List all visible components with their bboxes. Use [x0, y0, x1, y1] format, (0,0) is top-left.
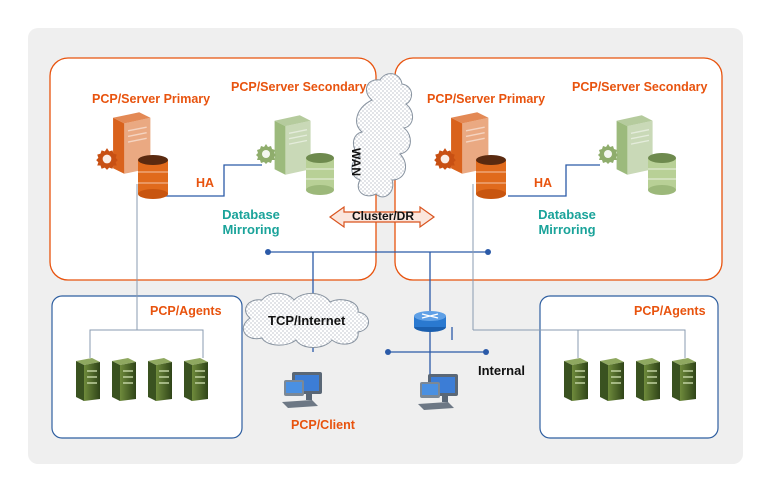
- right-mirroring-line-2: Mirroring: [538, 221, 596, 237]
- left-secondary-label: PCP/Server Secondary: [231, 80, 367, 94]
- internal-label: Internal: [478, 363, 525, 378]
- wan-label: WAN: [349, 148, 363, 176]
- cluster-dr-label: Cluster/DR: [352, 209, 415, 223]
- agent-server-icon: [636, 358, 660, 401]
- cluster-dr-arrow: [328, 205, 436, 229]
- right-agents-label: PCP/Agents: [634, 304, 706, 318]
- right-secondary-label: PCP/Server Secondary: [572, 80, 708, 94]
- left-primary-label: PCP/Server Primary: [92, 92, 211, 106]
- right-mirroring-label: Database Mirroring: [528, 207, 606, 238]
- left-ha-label: HA: [196, 176, 215, 190]
- agent-server-icon: [76, 358, 100, 401]
- left-agents-label: PCP/Agents: [150, 304, 222, 318]
- agent-lines: [89, 184, 686, 358]
- agent-server-icon: [184, 358, 208, 401]
- right-secondary-server-icon: [598, 114, 676, 195]
- right-agents-box: [539, 295, 719, 439]
- client-label: PCP/Client: [291, 418, 355, 432]
- left-secondary-server-icon: [256, 114, 334, 195]
- network-lines: [164, 164, 600, 376]
- right-primary-server-icon: [434, 111, 506, 199]
- right-mirroring-line-1: Database: [538, 207, 596, 222]
- tcp-internet-label: TCP/Internet: [268, 313, 346, 328]
- router-icon: [414, 311, 446, 332]
- agent-server-icon: [564, 358, 588, 401]
- left-mirroring-label: Database Mirroring: [212, 207, 290, 238]
- right-ha-label: HA: [534, 176, 553, 190]
- agent-server-icon: [672, 358, 696, 401]
- left-mirroring-line-2: Mirroring: [222, 221, 280, 237]
- network-nodes: [265, 249, 491, 355]
- wan-cloud: [351, 73, 413, 198]
- right-primary-label: PCP/Server Primary: [427, 92, 546, 106]
- left-mirroring-line-1: Database: [222, 207, 280, 222]
- agent-server-icon: [112, 358, 136, 401]
- tcp-internet-cloud: [242, 292, 369, 348]
- left-agents-box: [51, 295, 243, 439]
- left-primary-server-icon: [96, 111, 168, 199]
- agent-server-icon: [600, 358, 624, 401]
- agent-server-icon: [148, 358, 172, 401]
